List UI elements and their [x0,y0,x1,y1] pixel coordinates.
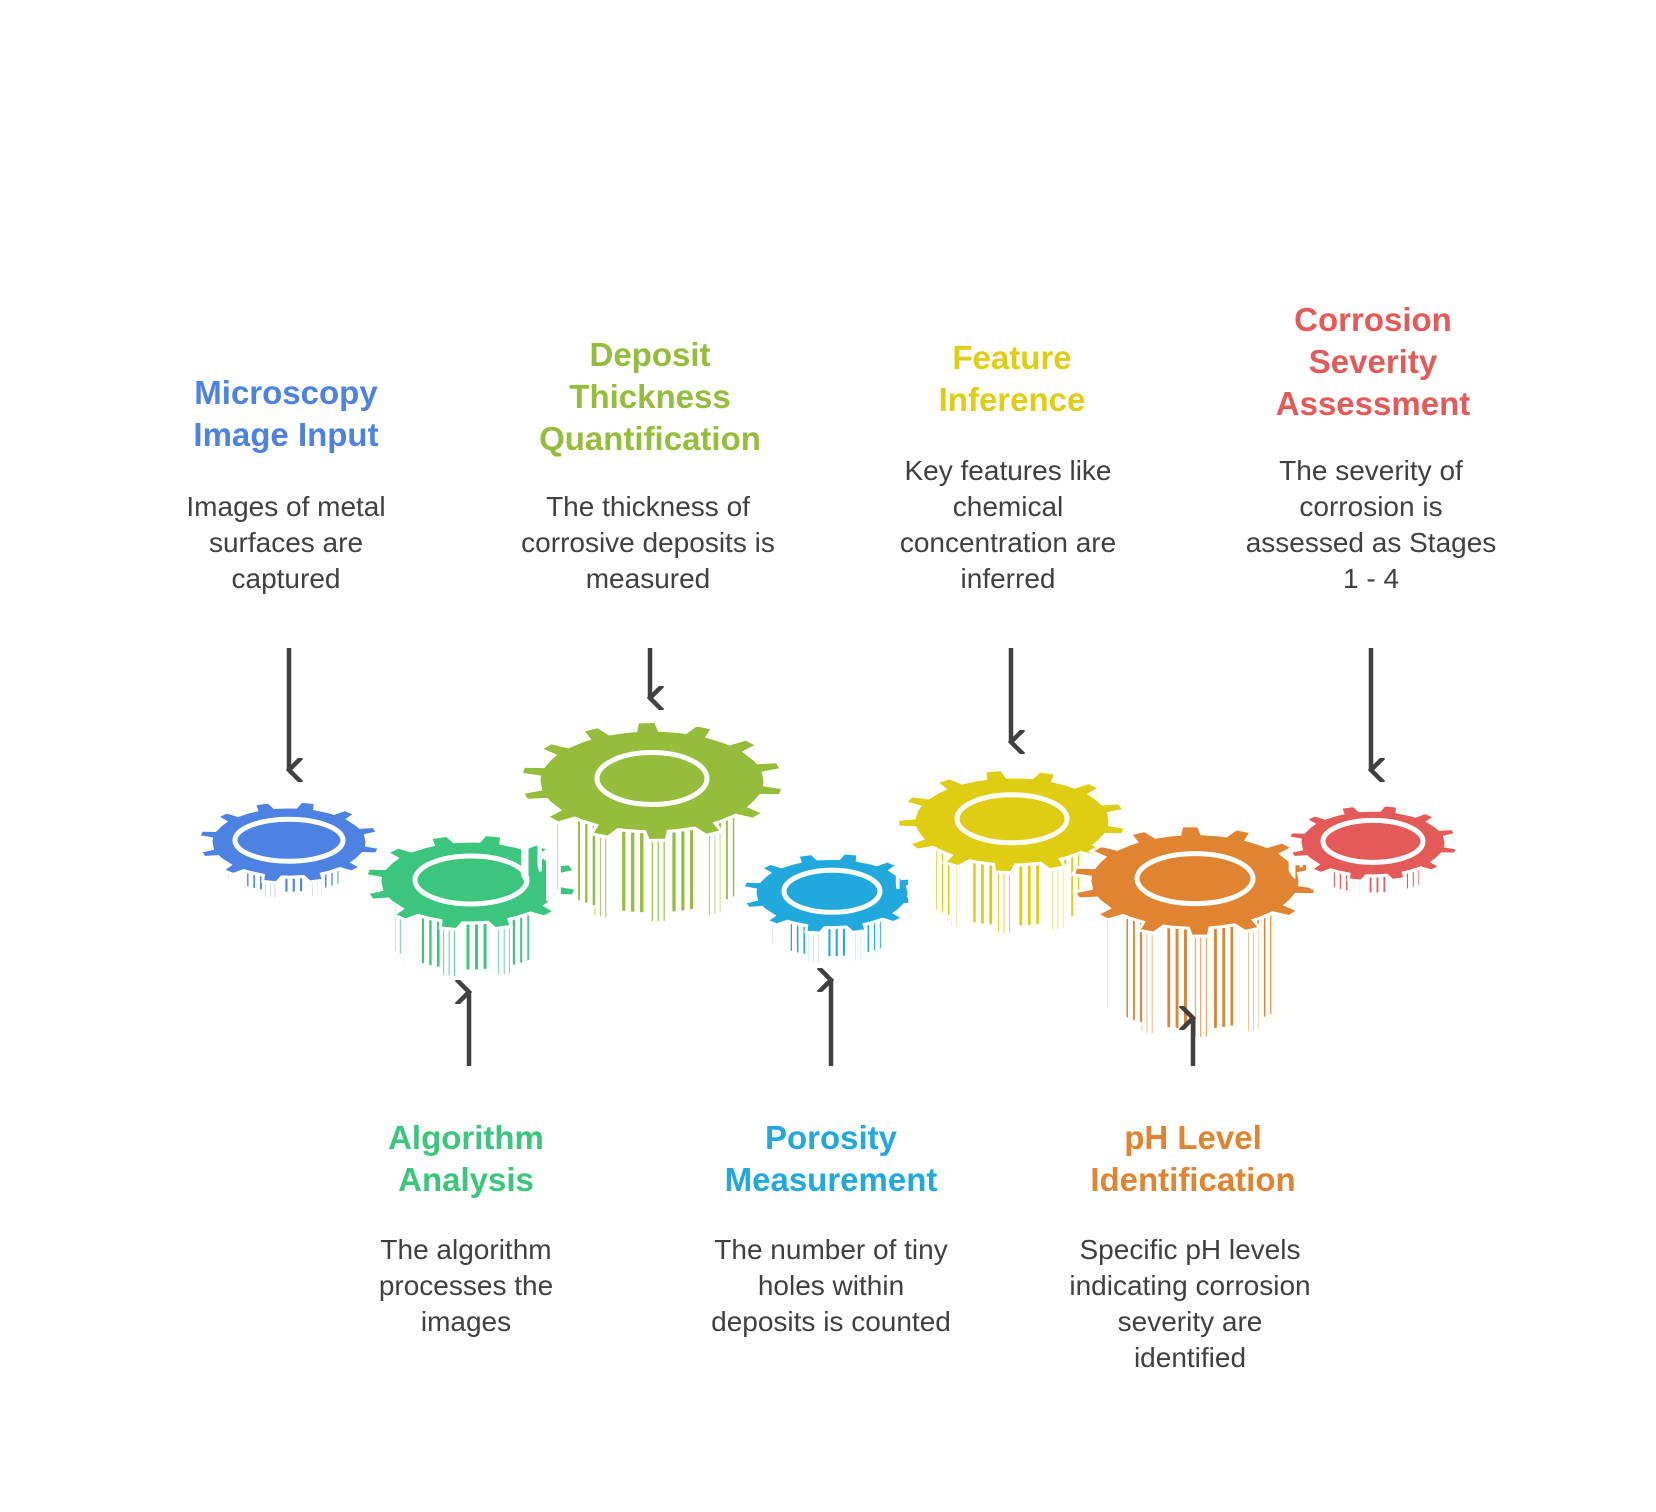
step-title-microscopy: Microscopy Image Input [193,374,379,453]
step-description-porosity: The number of tiny holes within deposits… [711,1234,951,1337]
step-title-porosity: Porosity Measurement [724,1119,938,1198]
step-title-algorithm: Algorithm Analysis [388,1119,544,1198]
step-title-feature: Feature Inference [938,339,1086,418]
gear-icon-microscopy [196,799,382,901]
gear-icon-ph [1070,824,1320,1040]
gear-icon-porosity [740,851,924,965]
gear-hole [1134,851,1256,907]
step-title-severity: Corrosion Severity Assessment [1275,301,1471,422]
gear-hole [781,867,883,915]
gear-hole [594,749,710,807]
gear-icon-severity [1286,803,1460,901]
step-description-deposit: The thickness of corrosive deposits is m… [521,491,775,594]
gear-hole [412,853,530,907]
gear-hole [232,816,346,864]
step-title-ph: pH Level Identification [1090,1119,1296,1198]
gear-hole [1320,817,1426,865]
step-description-severity: The severity of corrosion is assessed as… [1245,455,1497,594]
gear-icon-algorithm [363,832,579,980]
gear-icon-feature [895,768,1128,937]
step-description-algorithm: The algorithm processes the images [378,1234,554,1337]
step-description-feature: Key features like chemical concentration… [899,455,1117,594]
step-description-ph: Specific pH levels indicating corrosion … [1069,1234,1311,1373]
step-description-microscopy: Images of metal surfaces are captured [186,491,386,594]
gear-hole [954,792,1070,846]
gear-icon-deposit [518,720,786,924]
step-title-deposit: Deposit Thickness Quantification [539,336,761,457]
